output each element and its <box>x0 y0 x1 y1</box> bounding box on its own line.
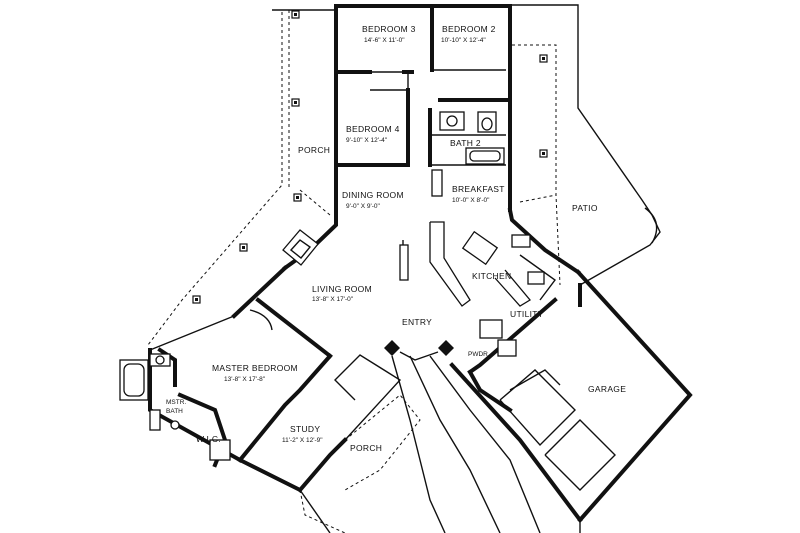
dining-label: DINING ROOM <box>342 190 404 200</box>
bedroom3-label: BEDROOM 3 <box>362 24 416 34</box>
left-porch-outline <box>147 9 334 346</box>
west-wing-walls <box>148 265 421 533</box>
bedroom2-dims: 10'-10" X 12'-4" <box>441 37 486 44</box>
room-labels: BEDROOM 3 14'-6" X 11'-0" BEDROOM 2 10'-… <box>166 24 626 453</box>
bath2-label: BATH 2 <box>450 138 481 148</box>
garage-label: GARAGE <box>588 384 626 394</box>
entry-label: ENTRY <box>402 317 432 327</box>
kitchen-counters <box>429 221 556 307</box>
porch-columns <box>192 10 302 304</box>
breakfast-dims: 10'-0" X 8'-0" <box>452 197 490 204</box>
mstr-bath-label2: BATH <box>166 408 183 415</box>
kitchen-label: KITCHEN <box>472 271 511 281</box>
wic-label: W.I.C. <box>196 434 221 444</box>
study-label: STUDY <box>290 424 320 434</box>
porch-left-label: PORCH <box>298 145 330 155</box>
porch-front-label: PORCH <box>350 443 382 453</box>
bedroom-wing-walls <box>334 4 512 212</box>
patio-label: PATIO <box>572 203 598 213</box>
mstr-bath-label: MSTR. <box>166 399 186 406</box>
pwdr-label: PWDR. <box>468 351 490 358</box>
bedroom3-dims: 14'-6" X 11'-0" <box>364 37 405 44</box>
dining-dims: 9'-0" X 9'-0" <box>346 203 381 210</box>
garage-walls <box>449 269 693 523</box>
bedroom4-label: BEDROOM 4 <box>346 124 400 134</box>
master-dims: 13'-8" X 17'-8" <box>224 376 266 383</box>
fireplace <box>282 229 319 266</box>
bedroom2-label: BEDROOM 2 <box>442 24 496 34</box>
patio-outline <box>510 4 661 286</box>
entry-columns <box>384 340 454 361</box>
patio-columns <box>539 54 548 158</box>
bath2-fixtures <box>431 111 505 197</box>
front-walkway <box>299 355 581 533</box>
living-dims: 13'-8" X 17'-0" <box>312 296 354 303</box>
bedroom4-dims: 9'-10" X 12'-4" <box>346 137 388 144</box>
breakfast-label: BREAKFAST <box>452 184 505 194</box>
master-bath-fixtures <box>119 353 231 461</box>
study-dims: 11'-2" X 12'-9" <box>282 437 323 444</box>
master-label: MASTER BEDROOM <box>212 363 298 373</box>
living-label: LIVING ROOM <box>312 284 372 294</box>
utility-label: UTILITY <box>510 309 544 319</box>
